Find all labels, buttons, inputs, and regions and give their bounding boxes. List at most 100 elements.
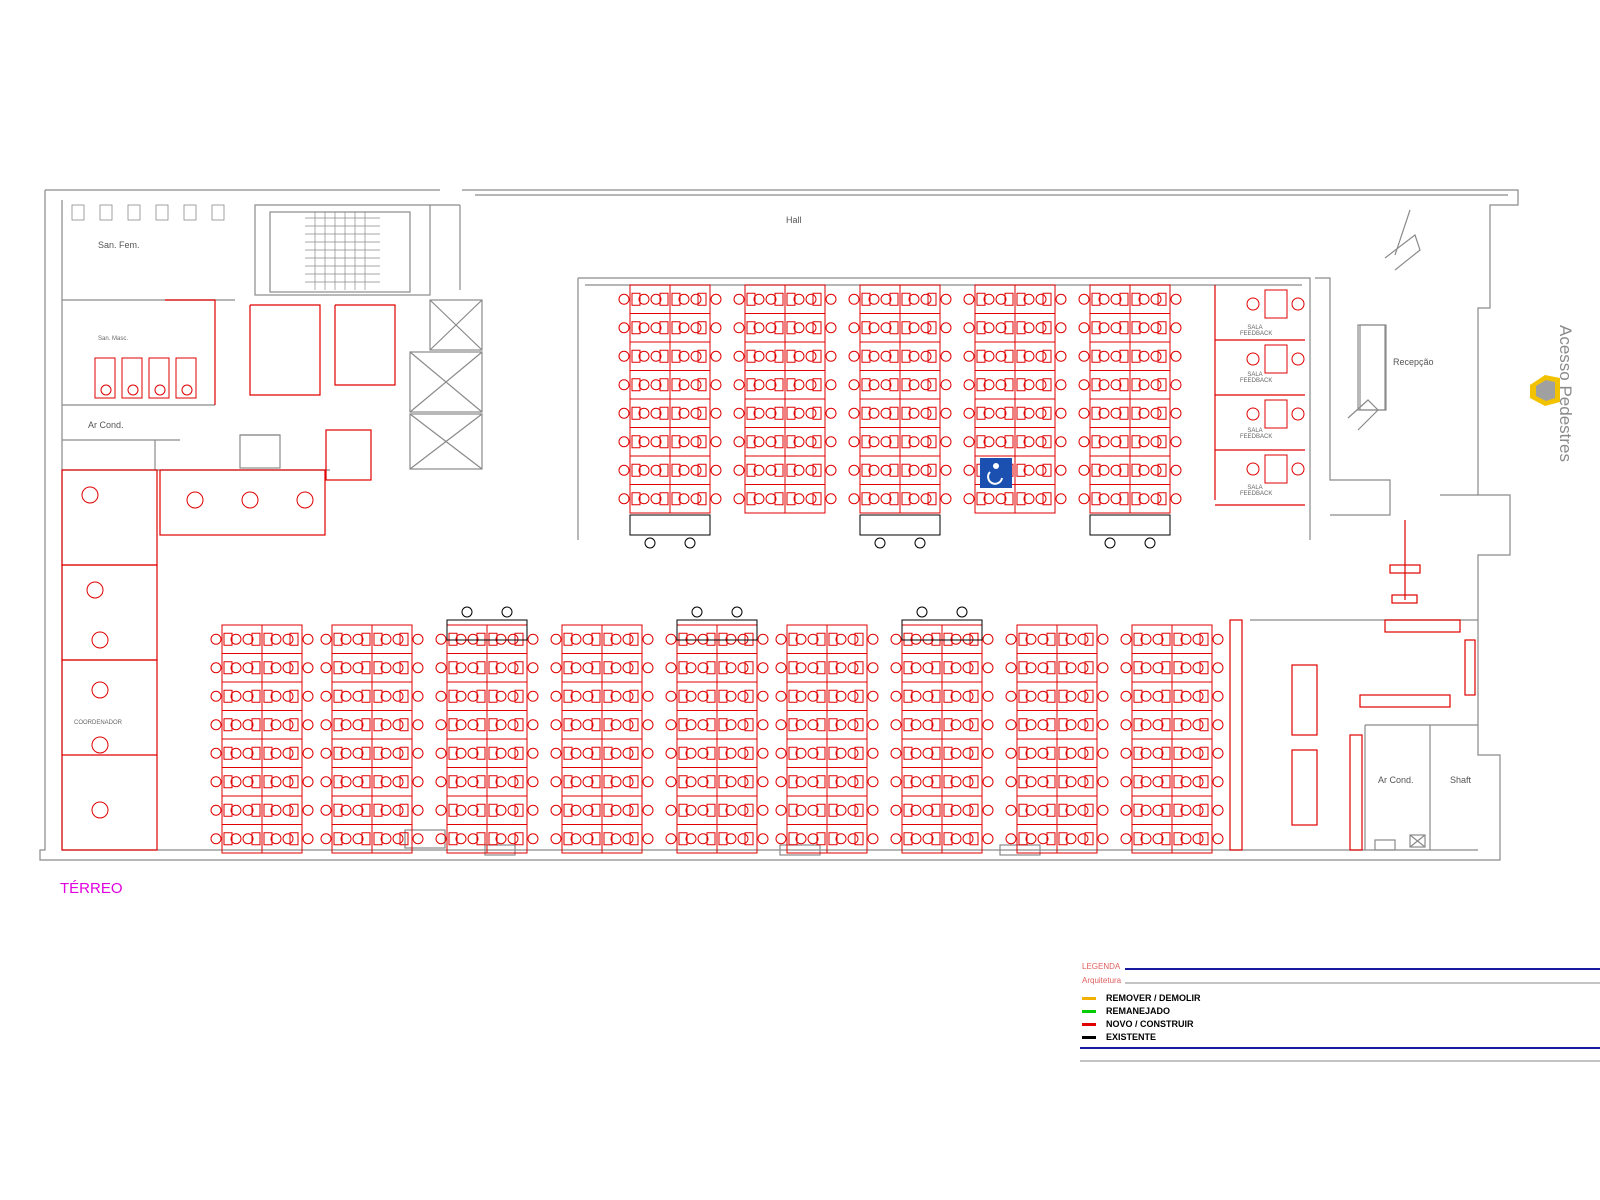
chair bbox=[1180, 833, 1192, 845]
chair bbox=[920, 293, 932, 305]
chair bbox=[1025, 776, 1037, 788]
desk-monitor bbox=[828, 632, 838, 646]
chair bbox=[1078, 436, 1090, 448]
desk-monitor bbox=[399, 689, 409, 703]
chair bbox=[940, 436, 952, 448]
chair bbox=[867, 719, 879, 731]
desk-monitor bbox=[774, 349, 784, 363]
desk-monitor bbox=[251, 632, 261, 646]
chair bbox=[868, 436, 880, 448]
chair bbox=[467, 833, 479, 845]
chair bbox=[678, 493, 690, 505]
desk-monitor bbox=[812, 406, 822, 420]
chair bbox=[910, 633, 922, 645]
desk-monitor bbox=[786, 406, 796, 420]
desk-monitor bbox=[1133, 689, 1143, 703]
chair bbox=[795, 833, 807, 845]
desk-monitor bbox=[671, 406, 681, 420]
chair bbox=[242, 833, 254, 845]
desk-monitor bbox=[678, 775, 688, 789]
desk-monitor bbox=[1173, 718, 1183, 732]
desk-monitor bbox=[476, 803, 486, 817]
chair bbox=[270, 776, 282, 788]
desk-monitor bbox=[1161, 832, 1171, 846]
desk-monitor bbox=[1046, 803, 1056, 817]
chair bbox=[697, 690, 709, 702]
desk-monitor bbox=[514, 632, 524, 646]
desk-monitor bbox=[373, 832, 383, 846]
chair bbox=[642, 804, 654, 816]
chair bbox=[1098, 293, 1110, 305]
desk-monitor bbox=[746, 321, 756, 335]
desk-monitor bbox=[943, 661, 953, 675]
desk-monitor bbox=[931, 718, 941, 732]
chair bbox=[392, 633, 404, 645]
chair bbox=[982, 776, 994, 788]
desk-monitor bbox=[488, 803, 498, 817]
chair bbox=[805, 322, 817, 334]
desk-monitor bbox=[1091, 406, 1101, 420]
chair bbox=[412, 633, 424, 645]
chair bbox=[1140, 776, 1152, 788]
chair bbox=[270, 690, 282, 702]
chair bbox=[638, 407, 650, 419]
chair bbox=[302, 804, 314, 816]
desk-monitor bbox=[927, 292, 937, 306]
chair bbox=[737, 804, 749, 816]
chair bbox=[1035, 464, 1047, 476]
legend-item: REMANEJADO bbox=[1082, 1006, 1170, 1016]
chair bbox=[697, 747, 709, 759]
desk-monitor bbox=[1119, 321, 1129, 335]
chair bbox=[392, 804, 404, 816]
chair bbox=[1037, 776, 1049, 788]
chair bbox=[1150, 493, 1162, 505]
chair bbox=[455, 662, 467, 674]
chair bbox=[995, 350, 1007, 362]
chair bbox=[795, 776, 807, 788]
desk-monitor bbox=[631, 378, 641, 392]
chair bbox=[412, 719, 424, 731]
desk-monitor bbox=[861, 435, 871, 449]
desk-monitor bbox=[476, 746, 486, 760]
chair bbox=[765, 493, 777, 505]
chair bbox=[270, 633, 282, 645]
chair bbox=[757, 719, 769, 731]
chair bbox=[507, 719, 519, 731]
chair bbox=[835, 662, 847, 674]
desk-monitor bbox=[861, 349, 871, 363]
chair bbox=[793, 350, 805, 362]
chair bbox=[352, 633, 364, 645]
desk-monitor bbox=[591, 718, 601, 732]
desk-monitor bbox=[251, 661, 261, 675]
desk-monitor bbox=[659, 349, 669, 363]
chair bbox=[320, 747, 332, 759]
chair bbox=[995, 436, 1007, 448]
desk-monitor bbox=[861, 463, 871, 477]
chair bbox=[320, 833, 332, 845]
chair bbox=[868, 379, 880, 391]
desk-monitor bbox=[931, 689, 941, 703]
desk-monitor bbox=[931, 632, 941, 646]
chair bbox=[950, 719, 962, 731]
desk-monitor bbox=[223, 775, 233, 789]
chair bbox=[1170, 407, 1182, 419]
desk-monitor bbox=[1157, 321, 1167, 335]
chair bbox=[550, 833, 562, 845]
desk-monitor bbox=[943, 775, 953, 789]
chair bbox=[1055, 293, 1067, 305]
chair bbox=[340, 662, 352, 674]
workstation-cluster-bottom bbox=[210, 624, 314, 854]
legend-swatch bbox=[1082, 1023, 1096, 1027]
chair bbox=[868, 464, 880, 476]
desk-monitor bbox=[1084, 832, 1094, 846]
chair bbox=[793, 379, 805, 391]
desk-monitor bbox=[1046, 832, 1056, 846]
chair bbox=[890, 776, 902, 788]
chair bbox=[910, 747, 922, 759]
desk-monitor bbox=[448, 718, 458, 732]
chair bbox=[757, 776, 769, 788]
desk-monitor bbox=[788, 632, 798, 646]
chair bbox=[320, 776, 332, 788]
chair bbox=[848, 350, 860, 362]
desk-monitor bbox=[333, 746, 343, 760]
